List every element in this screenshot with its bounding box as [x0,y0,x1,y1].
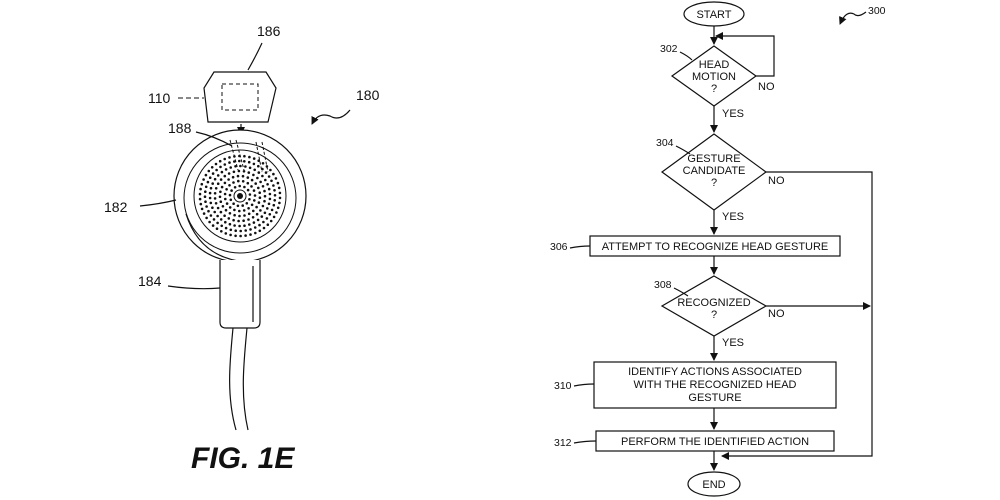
ref-186: 186 [257,23,281,39]
d302-line1: HEAD [699,59,730,71]
ref-306: 306 [550,241,568,253]
flowchart: 300 START HEAD MOTION ? 302 NO YES GESTU… [550,1,886,497]
d304-no: NO [768,175,785,187]
ref-310: 310 [554,380,572,392]
d304-yes: YES [722,211,744,223]
d308-line2: ? [711,309,717,321]
ref-304: 304 [656,137,674,149]
ref-302: 302 [660,43,678,55]
figure-title: FIG. 1E [191,442,295,475]
b310-line2: WITH THE RECOGNIZED HEAD [634,379,797,391]
d302-line3: ? [711,83,717,95]
b306-text: ATTEMPT TO RECOGNIZE HEAD GESTURE [602,241,829,253]
b310-line3: GESTURE [688,392,741,404]
d308-yes: YES [722,337,744,349]
ref-182: 182 [104,199,128,215]
process-identify-actions [593,361,837,409]
ref-308: 308 [654,279,672,291]
ref-110: 110 [148,90,171,106]
sensor-110 [221,83,259,111]
d304-line1: GESTURE [687,153,740,165]
earbud-stem [219,260,261,329]
b310-line1: IDENTIFY ACTIONS ASSOCIATED [628,366,802,378]
d304-line3: ? [711,177,717,189]
ref-180: 180 [356,87,380,103]
ref-184: 184 [138,273,162,289]
speaker-mesh [198,154,282,238]
end-terminal [687,471,741,497]
start-label: START [696,9,731,21]
end-label: END [702,479,725,491]
d302-line2: MOTION [692,71,736,83]
earbud-cap [203,71,277,123]
d304-line2: CANDIDATE [683,165,746,177]
d308-no: NO [768,308,785,320]
ref-300: 300 [868,5,886,17]
ref-188: 188 [168,120,192,136]
d302-no: NO [758,81,775,93]
d308-line1: RECOGNIZED [677,297,750,309]
b312-text: PERFORM THE IDENTIFIED ACTION [621,436,809,448]
ref-312: 312 [554,437,572,449]
earphone-illustration [173,71,307,431]
d302-yes: YES [722,108,744,120]
earbud-cable [229,327,237,431]
